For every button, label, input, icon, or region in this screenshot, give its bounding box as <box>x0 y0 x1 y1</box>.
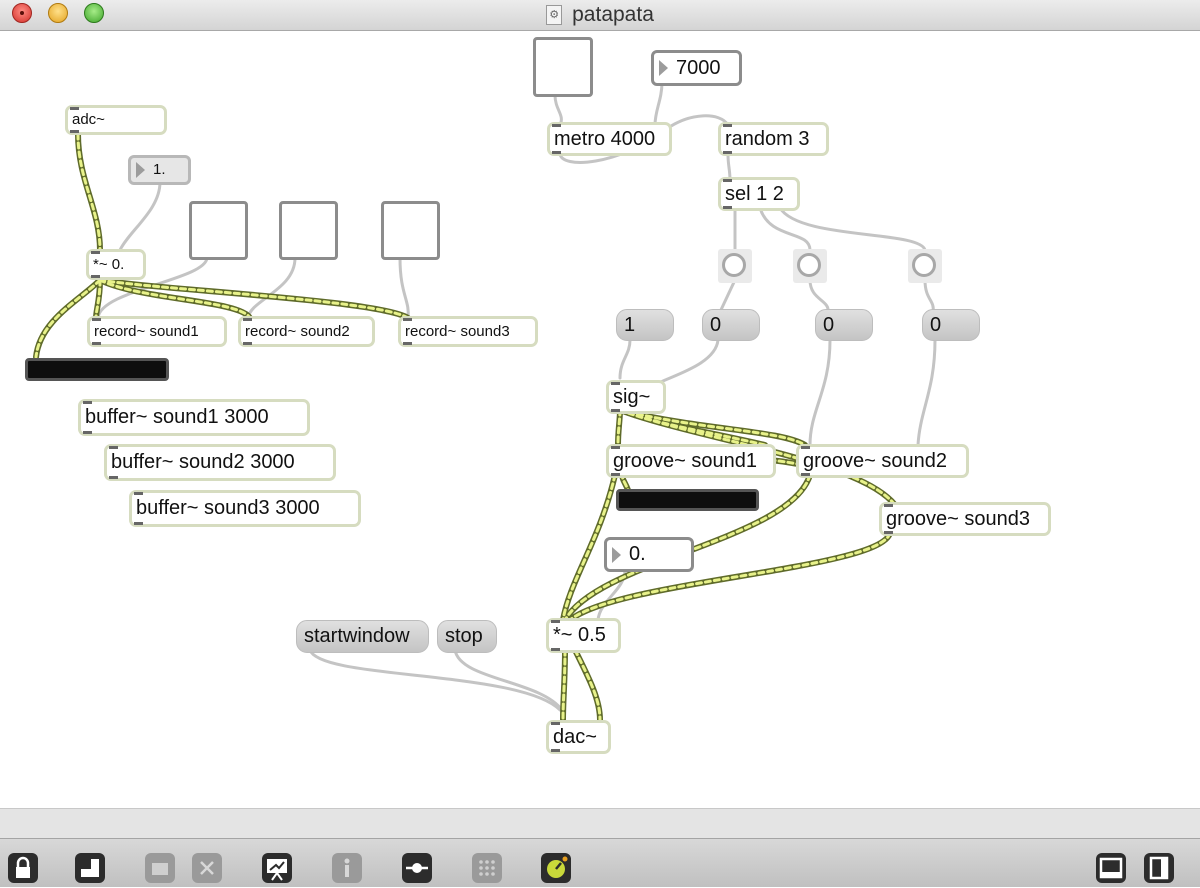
number-arrow-icon <box>136 162 145 178</box>
cord <box>453 648 564 712</box>
bang-2[interactable] <box>793 249 827 283</box>
cord <box>246 256 297 320</box>
clear-icon[interactable] <box>145 853 175 883</box>
cord <box>923 278 935 314</box>
close-window-button[interactable] <box>12 3 32 23</box>
float-value: 1. <box>153 161 166 178</box>
stop-message[interactable]: stop <box>437 620 497 653</box>
message-0-b[interactable]: 0 <box>815 309 873 341</box>
grid-icon[interactable] <box>472 853 502 883</box>
number-arrow-icon <box>659 60 668 76</box>
status-bar <box>0 808 1200 839</box>
dsp-icon[interactable] <box>541 853 571 883</box>
toggle-2[interactable] <box>279 201 338 260</box>
number-arrow-icon <box>612 546 621 563</box>
cord <box>618 338 632 380</box>
minimize-window-button[interactable] <box>48 3 68 23</box>
metro-object[interactable]: metro 4000 <box>547 122 672 156</box>
cord <box>718 278 737 314</box>
gain-multiply-object[interactable]: *~ 0.5 <box>546 618 621 653</box>
int-value: 7000 <box>676 57 721 79</box>
level-meter <box>25 358 169 381</box>
float-value-gain: 0. <box>629 543 646 565</box>
record-sound1-object[interactable]: record~ sound1 <box>87 316 227 347</box>
lock-icon[interactable] <box>8 853 38 883</box>
inspector-icon[interactable] <box>332 853 362 883</box>
patch-cords <box>33 80 937 723</box>
message-1[interactable]: 1 <box>616 309 674 341</box>
float-number-box-gain[interactable]: 0. <box>604 537 694 572</box>
cord <box>553 93 563 127</box>
cord <box>653 80 664 127</box>
float-number-box[interactable]: 1. <box>128 155 191 185</box>
startwindow-message[interactable]: startwindow <box>296 620 429 653</box>
zoom-window-button[interactable] <box>84 3 104 23</box>
title-bar: ⚙ patapata <box>0 0 1200 31</box>
cord <box>758 206 812 252</box>
bang-3[interactable] <box>908 249 942 283</box>
right-panel-icon[interactable] <box>1144 853 1174 883</box>
left-panel-icon[interactable] <box>1096 853 1126 883</box>
cord <box>808 278 830 314</box>
bang-1[interactable] <box>718 249 752 283</box>
sig-object[interactable]: sig~ <box>606 380 666 414</box>
toggle-metro[interactable] <box>533 37 593 97</box>
sel-object[interactable]: sel 1 2 <box>718 177 800 211</box>
cord <box>118 180 162 252</box>
cord <box>308 648 562 712</box>
cord <box>808 338 832 447</box>
buffer-sound1-object[interactable]: buffer~ sound1 3000 <box>78 399 310 436</box>
groove-sound3-object[interactable]: groove~ sound3 <box>879 502 1051 536</box>
level-meter-2 <box>616 489 759 511</box>
groove-sound1-object[interactable]: groove~ sound1 <box>606 444 776 478</box>
bottom-toolbar <box>0 838 1200 887</box>
cord <box>398 256 410 320</box>
record-sound2-object[interactable]: record~ sound2 <box>238 316 375 347</box>
patcher-icon[interactable] <box>262 853 292 883</box>
cord <box>916 338 937 447</box>
window-title: patapata <box>572 3 654 26</box>
multiply-signal-object[interactable]: *~ 0. <box>86 249 146 280</box>
dac-object[interactable]: dac~ <box>546 720 611 754</box>
message-0-c[interactable]: 0 <box>922 309 980 341</box>
groove-sound2-object[interactable]: groove~ sound2 <box>796 444 969 478</box>
toggle-3[interactable] <box>381 201 440 260</box>
int-number-box[interactable]: 7000 <box>651 50 742 86</box>
close-icon[interactable] <box>192 853 222 883</box>
toggle-1[interactable] <box>189 201 248 260</box>
adc-object[interactable]: adc~ <box>65 105 167 135</box>
document-icon: ⚙ <box>546 5 563 25</box>
random-object[interactable]: random 3 <box>718 122 829 156</box>
buffer-sound2-object[interactable]: buffer~ sound2 3000 <box>104 444 336 481</box>
buffer-sound3-object[interactable]: buffer~ sound3 3000 <box>129 490 361 527</box>
slider-icon[interactable] <box>402 853 432 883</box>
patcher-canvas[interactable]: adc~ 1. *~ 0. record~ sound1 record~ sou… <box>0 31 1200 808</box>
record-sound3-object[interactable]: record~ sound3 <box>398 316 538 347</box>
message-0-a[interactable]: 0 <box>702 309 760 341</box>
presentation-icon[interactable] <box>75 853 105 883</box>
cord <box>778 206 927 252</box>
